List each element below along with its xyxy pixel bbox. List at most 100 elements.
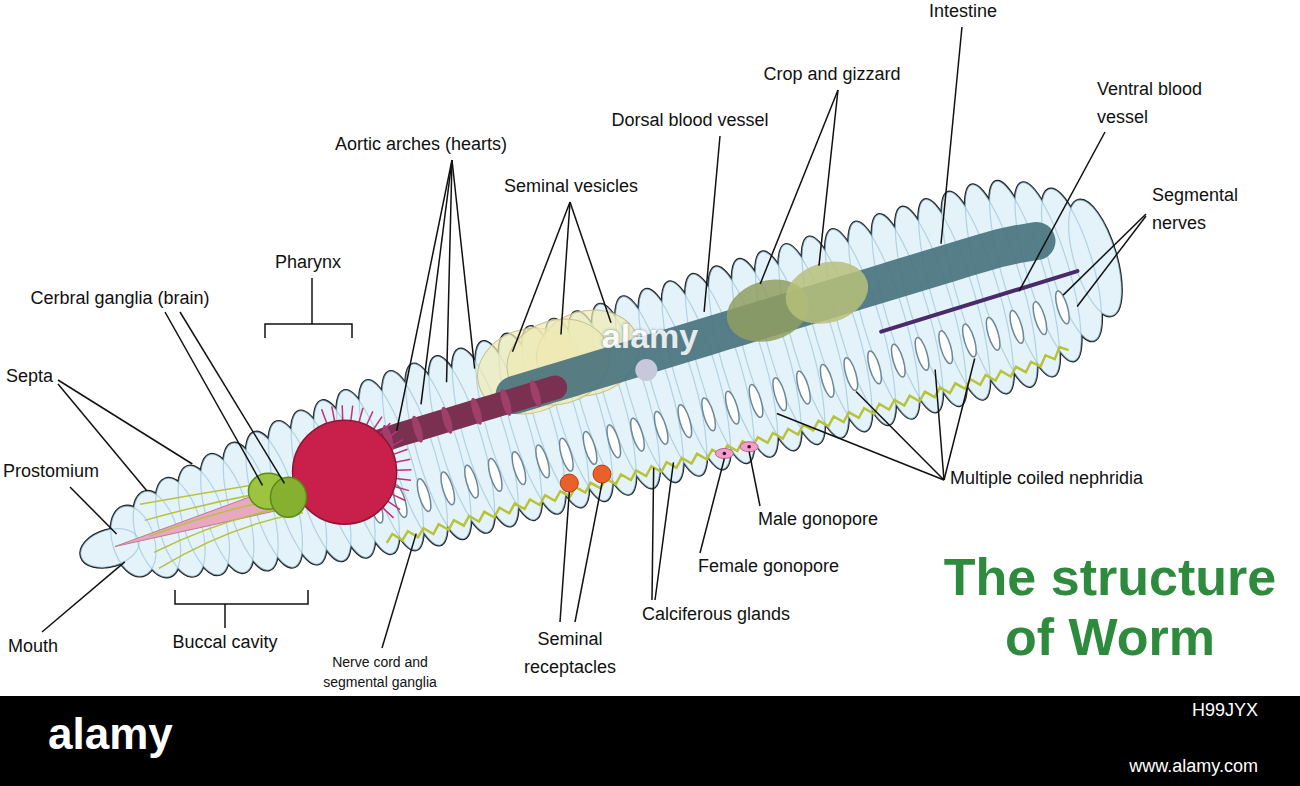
crop-gizzard: [778, 252, 876, 333]
aortic-arch: [439, 406, 455, 435]
part-label: Calciferous glands: [642, 604, 790, 626]
pharynx-muscle: [390, 440, 403, 447]
leader-line: [58, 380, 192, 464]
leader-line: [70, 487, 117, 534]
part-label: Mouth: [8, 636, 58, 658]
nephridium: [794, 370, 813, 405]
aortic-arch: [469, 397, 485, 426]
pharynx: [293, 420, 397, 524]
segment-ring: [76, 522, 144, 573]
leader-line: [575, 483, 602, 622]
nephridium: [438, 471, 457, 506]
segment-ring: [1058, 195, 1132, 322]
seminal-receptacle: [593, 465, 611, 483]
leader-line: [700, 458, 724, 553]
pharynx-muscle: [332, 406, 335, 421]
pharynx-muscle: [388, 501, 400, 509]
nephridium: [912, 336, 931, 371]
pharynx-muscle: [397, 469, 412, 471]
nephridium: [652, 410, 671, 445]
pharynx-muscle: [359, 408, 363, 422]
part-label: Nerve cord and segmental ganglia: [305, 652, 455, 693]
pharynx-muscle: [393, 449, 407, 454]
part-label: Septa: [6, 366, 53, 388]
esophagus: [369, 388, 555, 445]
leader-line: [447, 160, 452, 382]
nephridium: [1007, 309, 1026, 344]
nephridium: [818, 363, 837, 398]
leader-line: [561, 202, 570, 334]
part-label: Seminal receptacles: [515, 626, 625, 682]
part-label: Male gonopore: [758, 509, 878, 531]
diagram-title: The structure of Worm: [925, 548, 1295, 668]
seminal-receptacle: [560, 474, 578, 492]
image-credit: www.alamy.com: [1129, 756, 1258, 778]
nephridium: [533, 444, 552, 479]
leader-line: [180, 312, 284, 483]
pharynx-muscle: [351, 406, 353, 421]
part-label: Dorsal blood vessel: [611, 110, 768, 132]
leader-line: [1063, 214, 1146, 295]
leader-line: [704, 136, 720, 312]
part-label: Segmental nerves: [1152, 182, 1257, 238]
leader-line: [777, 414, 944, 480]
pharynx-muscle: [367, 411, 373, 425]
leader-line: [382, 534, 416, 648]
leader-line: [941, 27, 962, 244]
watermark-logo: alamy: [48, 708, 173, 761]
nephridium: [557, 437, 576, 472]
leader-line: [311, 278, 313, 324]
leader-line: [749, 452, 760, 506]
organ-dot: [635, 359, 657, 381]
part-label: Multiple coiled nephridia: [950, 468, 1143, 490]
nephridium: [462, 464, 481, 499]
nephridium: [770, 377, 789, 412]
pharynx-muscle: [386, 431, 398, 440]
female-gonopore: [715, 448, 733, 458]
pharynx-muscle: [395, 486, 409, 490]
leader-line: [1077, 216, 1146, 306]
nephridium: [841, 356, 860, 391]
leader-line: [452, 160, 475, 369]
gonopore-dot: [723, 452, 727, 456]
part-label: Aortic arches (hearts): [335, 134, 507, 156]
pharynx-muscle: [392, 494, 406, 500]
nephridium: [984, 316, 1003, 351]
image-credit: H99JYX: [1192, 700, 1258, 722]
nephridium: [628, 417, 647, 452]
pharynx-muscle: [380, 423, 390, 434]
pharynx-muscle: [374, 417, 382, 429]
part-label: Ventral blood vessel: [1097, 76, 1217, 132]
pharynx-muscle: [322, 409, 327, 423]
part-label: Pharynx: [275, 252, 341, 274]
leader-line: [560, 492, 569, 622]
nephridium: [509, 450, 528, 485]
part-label: Seminal vesicles: [504, 176, 638, 198]
pharynx-muscle: [341, 405, 343, 420]
nephridium: [723, 390, 742, 425]
nephridium: [699, 397, 718, 432]
nephridium: [1053, 290, 1072, 325]
leader-line: [397, 160, 452, 431]
nephridium: [580, 430, 599, 465]
worm-body: [76, 176, 1132, 583]
part-label: Crop and gizzard: [763, 64, 900, 86]
part-label: Female gonopore: [698, 556, 839, 578]
body-fill: [1058, 195, 1132, 322]
nephridium: [486, 457, 505, 492]
part-label: Buccal cavity: [172, 632, 277, 654]
leader-line: [421, 160, 452, 404]
nephridium: [604, 424, 623, 459]
nephridium: [889, 343, 908, 378]
watermark: alamy: [602, 316, 698, 357]
nephridium: [746, 383, 765, 418]
segment-ring: [625, 284, 720, 482]
pharynx-muscle: [396, 459, 411, 462]
aortic-arch: [410, 415, 426, 444]
nephridium: [414, 477, 433, 512]
leader-line: [42, 562, 125, 632]
nephridium: [936, 329, 955, 364]
part-label: Prostomium: [3, 461, 99, 483]
nephridium: [960, 323, 979, 358]
